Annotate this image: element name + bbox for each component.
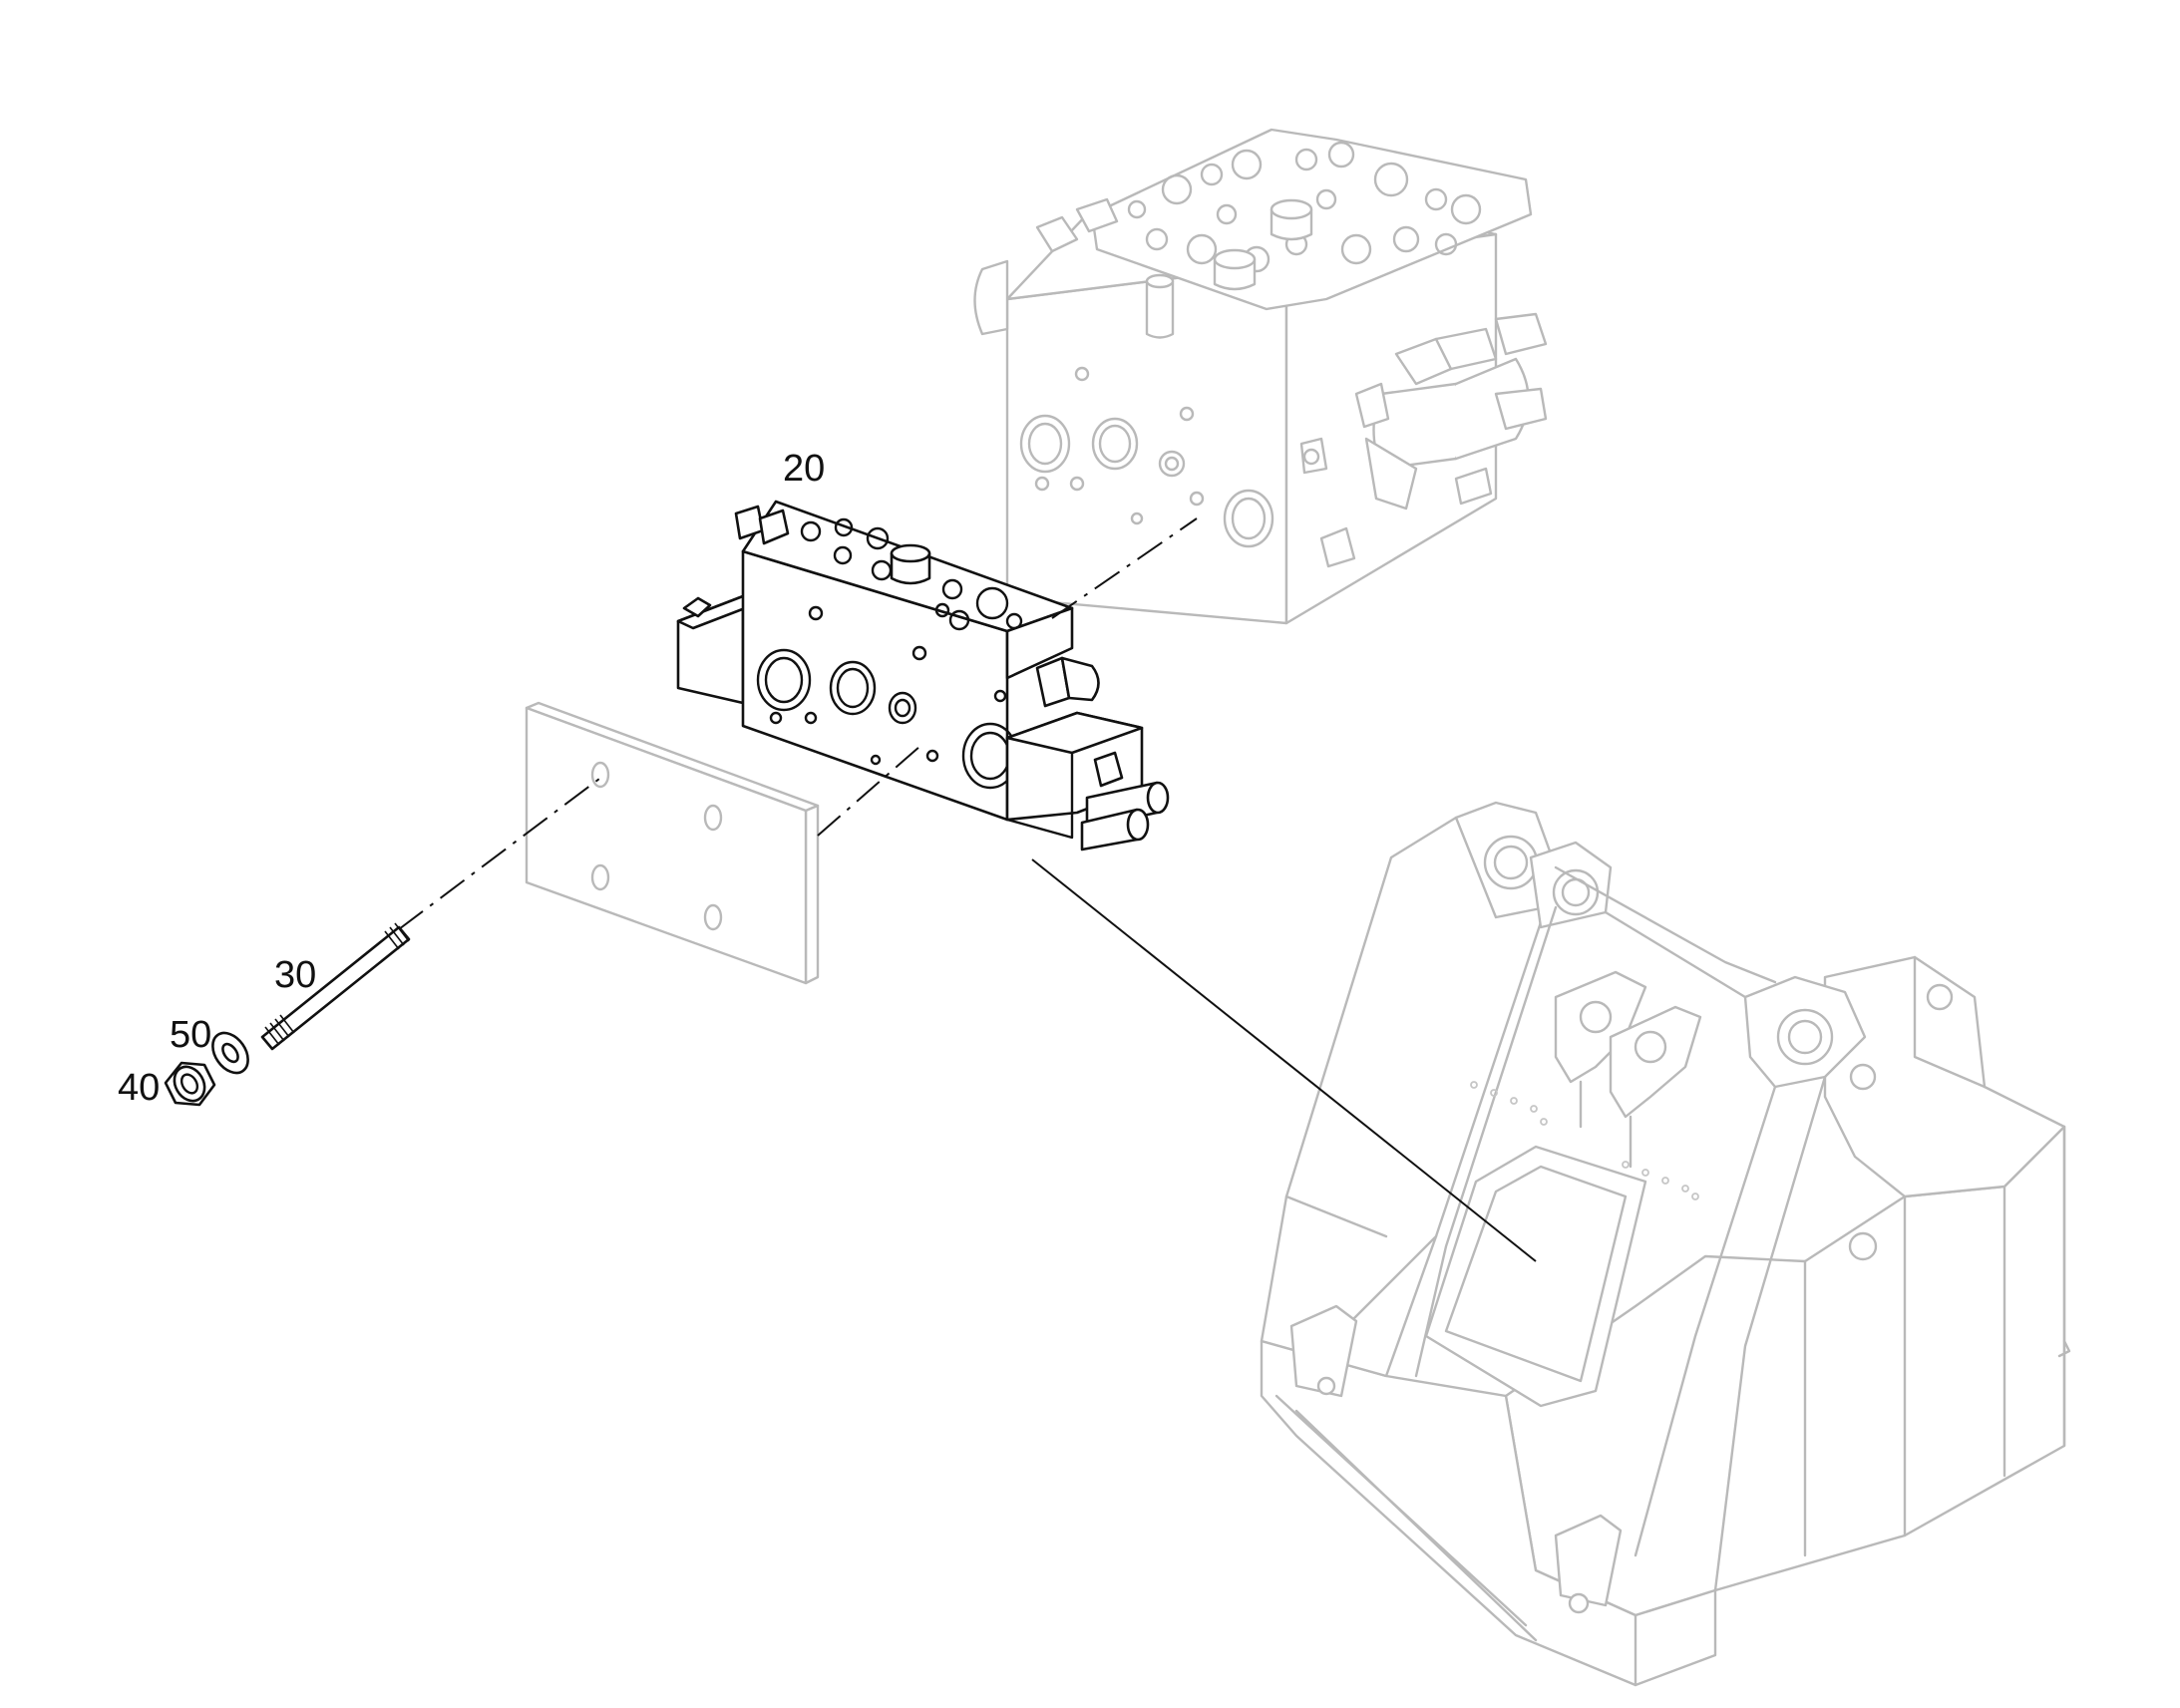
callout-40: 40 [118, 1067, 160, 1109]
loader-frame-context [1260, 801, 2071, 1687]
stud-item-30[interactable] [260, 922, 411, 1051]
centerline-block-to-valve [1051, 517, 1198, 619]
auxiliary-valve-block-item-20[interactable] [676, 500, 1170, 852]
leader-block-to-frame [1031, 858, 1537, 1262]
nut-item-40[interactable] [164, 1061, 216, 1107]
centerline-stud-to-plate [398, 775, 604, 930]
mounting-plate-context [525, 701, 820, 985]
centerline-plate-to-block [817, 745, 921, 837]
callout-30: 30 [274, 954, 316, 996]
main-control-valve-context [973, 128, 1548, 625]
callout-20: 20 [783, 448, 825, 490]
washer-item-50[interactable] [205, 1026, 255, 1079]
callout-50: 50 [170, 1014, 211, 1056]
